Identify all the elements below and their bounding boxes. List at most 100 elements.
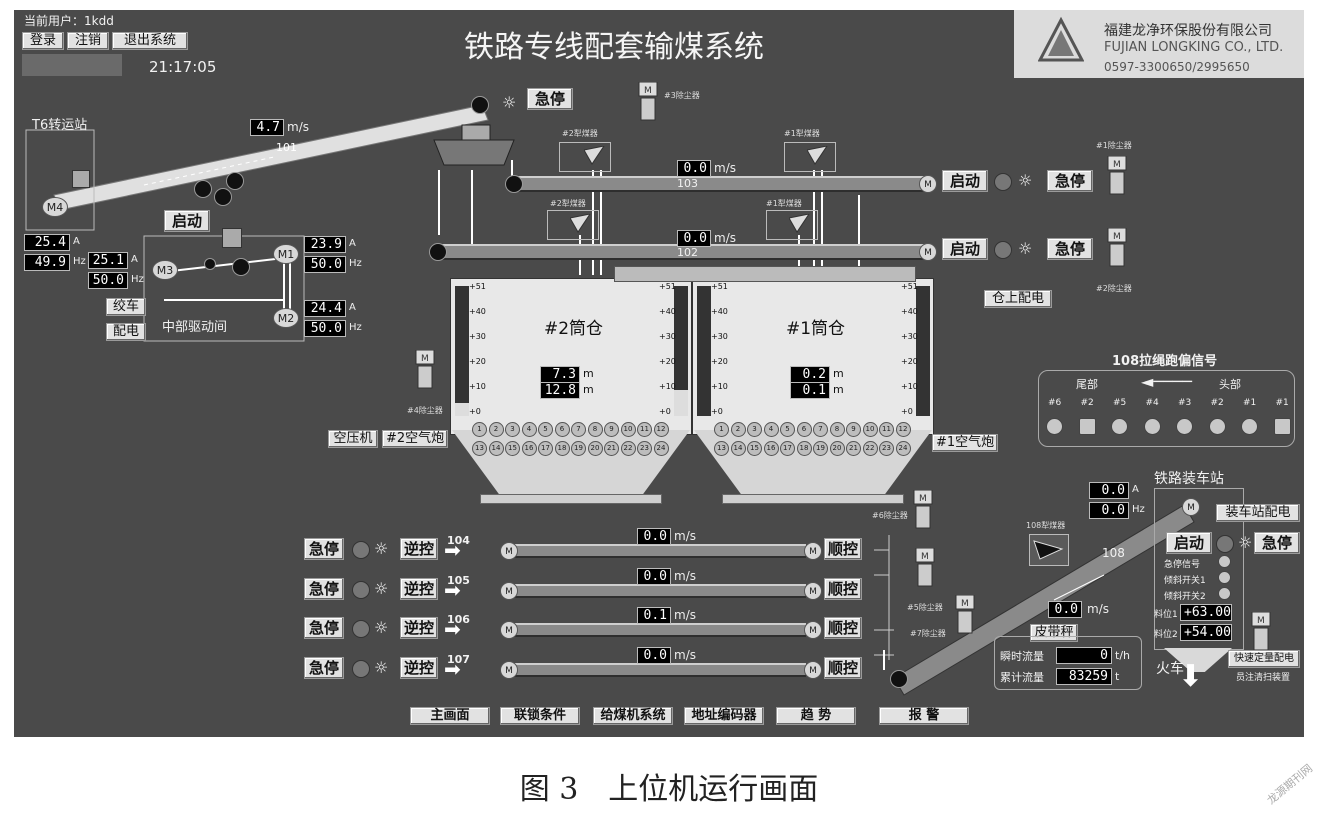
exit-button[interactable]: 退出系统 bbox=[112, 32, 188, 50]
nav-button[interactable]: 报 警 bbox=[879, 707, 969, 725]
logout-button[interactable]: 注销 bbox=[67, 32, 109, 50]
silo-1-air-cannon-cell[interactable]: 18 bbox=[796, 441, 812, 456]
belt108-motor[interactable]: M bbox=[1182, 498, 1200, 516]
silo-2-air-cannon-cell[interactable]: 1 bbox=[472, 422, 487, 437]
belt102-start-button[interactable]: 启动 bbox=[942, 238, 988, 260]
silo-1-air-cannon-cell[interactable]: 8 bbox=[829, 422, 845, 437]
feeder-forward-button[interactable]: 顺控 bbox=[824, 577, 862, 600]
feeder-head-motor[interactable]: M bbox=[804, 621, 822, 639]
silo-2-air-cannon-cell[interactable]: 14 bbox=[488, 441, 504, 456]
belt-scale-button[interactable]: 皮带秤 bbox=[1030, 624, 1078, 642]
silo-1-air-cannon-cell[interactable]: 2 bbox=[730, 422, 746, 437]
silo-1-air-cannon-cell[interactable]: 22 bbox=[862, 441, 878, 456]
feeder-tail-motor[interactable]: M bbox=[500, 542, 518, 560]
silo-2-air-cannon-cell[interactable]: 13 bbox=[472, 441, 487, 456]
motor-m2[interactable]: M2 bbox=[273, 308, 299, 328]
silo-1-air-cannon-cell[interactable]: 19 bbox=[813, 441, 828, 456]
silo-1-air-cannon-cell[interactable]: 12 bbox=[895, 422, 911, 437]
air-cannon-2-button[interactable]: #2空气炮 bbox=[382, 430, 448, 448]
silo-1-air-cannon-cell[interactable]: 5 bbox=[780, 422, 795, 437]
silo-2-air-cannon-cell[interactable]: 18 bbox=[554, 441, 570, 456]
feeder-estop-button[interactable]: 急停 bbox=[304, 577, 344, 600]
silo-2-air-cannon-cell[interactable]: 20 bbox=[587, 441, 603, 456]
feeder-estop-button[interactable]: 急停 bbox=[304, 656, 344, 679]
silo-2-air-cannon-cell[interactable]: 5 bbox=[538, 422, 553, 437]
nav-button[interactable]: 地址编码器 bbox=[684, 707, 764, 725]
top-estop-button[interactable]: 急停 bbox=[527, 88, 573, 110]
nav-button[interactable]: 趋 势 bbox=[776, 707, 856, 725]
feeder-tail-motor[interactable]: M bbox=[500, 581, 518, 600]
feeder-estop-button[interactable]: 急停 bbox=[304, 538, 344, 560]
silo-2-air-cannon-cell[interactable]: 16 bbox=[521, 441, 537, 456]
air-compressor-button[interactable]: 空压机 bbox=[328, 430, 378, 448]
silo-2-air-cannon-cell[interactable]: 24 bbox=[653, 441, 669, 456]
silo-1-air-cannon-cell[interactable]: 15 bbox=[747, 441, 762, 456]
silo-2-air-cannon-cell[interactable]: 21 bbox=[604, 441, 619, 456]
feeder-head-motor[interactable]: M bbox=[804, 542, 822, 560]
silo-2-air-cannon-cell[interactable]: 9 bbox=[604, 422, 619, 437]
silo-2-air-cannon-cell[interactable]: 4 bbox=[521, 422, 537, 437]
silo-2-air-cannon-cell[interactable]: 23 bbox=[637, 441, 652, 456]
feeder-forward-button[interactable]: 顺控 bbox=[824, 617, 862, 639]
silo-2-air-cannon-cell[interactable]: 19 bbox=[571, 441, 586, 456]
belt103-motor[interactable]: M bbox=[919, 175, 937, 193]
feeder-tail-motor[interactable]: M bbox=[500, 660, 518, 679]
belt102-motor[interactable]: M bbox=[919, 243, 937, 261]
silo-1-air-cannon-cell[interactable]: 20 bbox=[829, 441, 845, 456]
motor-m1[interactable]: M1 bbox=[273, 244, 299, 264]
silo-1-air-cannon-cell[interactable]: 23 bbox=[879, 441, 894, 456]
motor-m4[interactable]: M4 bbox=[42, 197, 68, 217]
silo-2-air-cannon-cell[interactable]: 3 bbox=[505, 422, 520, 437]
silo-2-air-cannon-cell[interactable]: 8 bbox=[587, 422, 603, 437]
login-button[interactable]: 登录 bbox=[22, 32, 64, 50]
belt103-start-button[interactable]: 启动 bbox=[942, 170, 988, 192]
feeder-reverse-button[interactable]: 逆控 bbox=[400, 577, 438, 600]
silo-1-air-cannon-cell[interactable]: 3 bbox=[747, 422, 762, 437]
feeder-head-motor[interactable]: M bbox=[804, 660, 822, 679]
silo-1-air-cannon-cell[interactable]: 21 bbox=[846, 441, 861, 456]
silo-1-air-cannon-cell[interactable]: 17 bbox=[780, 441, 795, 456]
mid-power-button[interactable]: 配电 bbox=[106, 323, 146, 341]
winch-button[interactable]: 绞车 bbox=[106, 298, 146, 316]
nav-button[interactable]: 给煤机系统 bbox=[593, 707, 673, 725]
nav-button[interactable]: 联锁条件 bbox=[500, 707, 580, 725]
silo-2-air-cannon-cell[interactable]: 22 bbox=[620, 441, 636, 456]
silo-2-air-cannon-cell[interactable]: 7 bbox=[571, 422, 586, 437]
feeder-tail-motor[interactable]: M bbox=[500, 621, 518, 639]
quick-loading-power-button[interactable]: 快速定量配电 bbox=[1228, 650, 1300, 668]
silo-1-air-cannon-cell[interactable]: 10 bbox=[862, 422, 878, 437]
loading-power-button[interactable]: 装车站配电 bbox=[1216, 504, 1300, 522]
motor-m3[interactable]: M3 bbox=[152, 260, 178, 280]
silo-1-air-cannon-cell[interactable]: 6 bbox=[796, 422, 812, 437]
silo-1-air-cannon-cell[interactable]: 14 bbox=[730, 441, 746, 456]
feeder-head-motor[interactable]: M bbox=[804, 581, 822, 600]
silo-1-air-cannon-cell[interactable]: 16 bbox=[763, 441, 779, 456]
silo-1-air-cannon-cell[interactable]: 13 bbox=[714, 441, 729, 456]
silo-2-air-cannon-cell[interactable]: 6 bbox=[554, 422, 570, 437]
nav-button[interactable]: 主画面 bbox=[410, 707, 490, 725]
feeder-forward-button[interactable]: 顺控 bbox=[824, 656, 862, 679]
feeder-reverse-button[interactable]: 逆控 bbox=[400, 656, 438, 679]
silo-2-air-cannon-cell[interactable]: 15 bbox=[505, 441, 520, 456]
silo-2-air-cannon-cell[interactable]: 2 bbox=[488, 422, 504, 437]
silo-2-air-cannon-cell[interactable]: 10 bbox=[620, 422, 636, 437]
feeder-reverse-button[interactable]: 逆控 bbox=[400, 617, 438, 639]
belt103-estop-button[interactable]: 急停 bbox=[1047, 170, 1093, 192]
loading-start-button[interactable]: 启动 bbox=[1166, 532, 1212, 554]
feeder-reverse-button[interactable]: 逆控 bbox=[400, 538, 438, 560]
silo-1-air-cannon-cell[interactable]: 24 bbox=[895, 441, 911, 456]
feeder-estop-button[interactable]: 急停 bbox=[304, 617, 344, 639]
belt102-estop-button[interactable]: 急停 bbox=[1047, 238, 1093, 260]
silo-1-air-cannon-cell[interactable]: 9 bbox=[846, 422, 861, 437]
loading-estop-button[interactable]: 急停 bbox=[1254, 532, 1300, 554]
mid-start-button[interactable]: 启动 bbox=[164, 210, 210, 232]
silo-1-air-cannon-cell[interactable]: 7 bbox=[813, 422, 828, 437]
silo-2-air-cannon-cell[interactable]: 17 bbox=[538, 441, 553, 456]
silo-2-air-cannon-cell[interactable]: 11 bbox=[637, 422, 652, 437]
silo-1-air-cannon-cell[interactable]: 1 bbox=[714, 422, 729, 437]
air-cannon-1-button[interactable]: #1空气炮 bbox=[932, 434, 998, 452]
silo-2-air-cannon-cell[interactable]: 12 bbox=[653, 422, 669, 437]
silo-1-air-cannon-cell[interactable]: 11 bbox=[879, 422, 894, 437]
silo-1-air-cannon-cell[interactable]: 4 bbox=[763, 422, 779, 437]
silo-top-power-button[interactable]: 仓上配电 bbox=[984, 290, 1052, 308]
